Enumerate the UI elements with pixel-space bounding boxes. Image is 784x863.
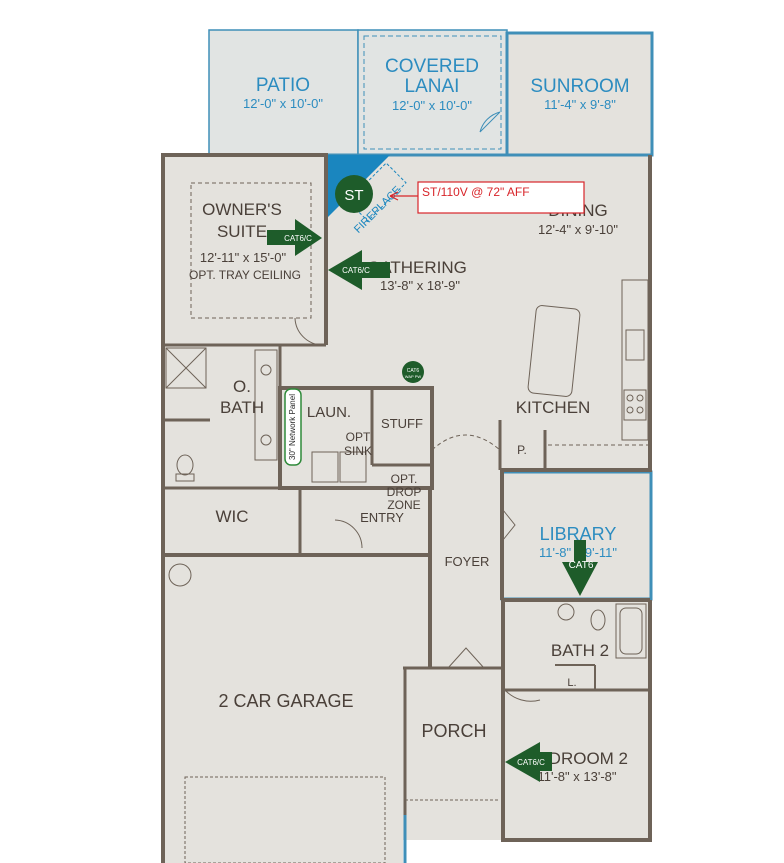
foyer-arch — [431, 434, 501, 451]
cat6c-owner-arrow[interactable] — [267, 219, 322, 256]
sink-name-2: SINK — [344, 444, 372, 458]
lanai-area — [357, 29, 508, 156]
washer — [311, 451, 339, 483]
tray-ceiling-outline — [190, 182, 312, 319]
cat6-wap-marker[interactable] — [402, 361, 424, 383]
library-name: LIBRARY — [540, 524, 617, 544]
cat6c-gathering-label: CAT6/C — [342, 266, 370, 275]
dining-dims: 12'-4" x 9'-10" — [538, 222, 618, 237]
pantry-name: P. — [517, 443, 527, 457]
room-labels: PATIO 12'-0" x 10'-0" COVERED LANAI 12'-… — [189, 56, 630, 784]
cat6c-bedroom-label: CAT6/C — [517, 758, 545, 767]
shower-x2 — [165, 347, 207, 389]
kitchen-counter-east — [621, 279, 649, 441]
patio-dims: 12'-0" x 10'-0" — [243, 96, 323, 111]
sink-2 — [260, 434, 272, 446]
vanity — [254, 349, 278, 461]
network-annotations: ST ST/110V @ 72" AFF CAT6/C CAT6/C CAT6 … — [267, 175, 598, 782]
st-callout-box[interactable] — [417, 181, 585, 214]
burner-2 — [636, 394, 644, 402]
tub-inner — [619, 607, 643, 655]
wap-line1: CAT6 — [407, 368, 420, 374]
cat6c-owner-label: CAT6/C — [284, 234, 312, 243]
burner-1 — [626, 394, 634, 402]
owners-door-swing — [294, 317, 323, 346]
entry-name: ENTRY — [360, 510, 404, 525]
lanai-name-1: COVERED — [385, 56, 479, 77]
entry-door-swing — [334, 519, 363, 549]
obath-name-1: O. — [233, 377, 251, 396]
laundry-name: LAUN. — [307, 404, 351, 421]
toilet-tank — [175, 473, 195, 482]
kitchen-name: KITCHEN — [516, 398, 591, 417]
sunroom-dims: 11'-4" x 9'-8" — [544, 97, 616, 112]
sink-1 — [260, 364, 272, 376]
water-heater — [168, 563, 192, 587]
library-door — [502, 509, 516, 541]
kitchen-island — [527, 305, 581, 397]
patio-name: PATIO — [256, 75, 310, 96]
st-callout-text: ST/110V @ 72" AFF — [422, 185, 530, 199]
laundry-walls — [278, 386, 434, 490]
bath2-area — [502, 601, 651, 687]
walls — [161, 153, 652, 863]
fixtures — [165, 182, 649, 863]
wic-name: WIC — [215, 507, 248, 526]
kitchen-sink — [625, 329, 645, 361]
garage-area — [163, 555, 403, 863]
cat6c-bedroom-arrow[interactable] — [505, 742, 552, 782]
range — [623, 389, 647, 421]
cat6c-gathering-arrow[interactable] — [328, 250, 390, 290]
dropzone-1: OPT. — [391, 472, 418, 486]
obath-name-2: BATH — [220, 398, 264, 417]
owners-name-2: SUITE — [217, 222, 267, 241]
lanai-door-swing — [479, 111, 501, 133]
lanai-dashed-border — [363, 35, 502, 150]
st-marker-label: ST — [344, 187, 363, 204]
lanai-dims: 12'-0" x 10'-0" — [392, 98, 472, 113]
owners-dims: 12'-11" x 15'-0" — [200, 250, 287, 265]
wap-line2: WAP PW — [405, 374, 422, 379]
burner-3 — [626, 406, 634, 414]
gathering-name: GATHERING — [367, 258, 467, 277]
stuff-name: STUFF — [381, 416, 423, 431]
network-panel-label: 30" Network Panel — [288, 394, 297, 460]
patio-area — [208, 29, 359, 156]
owners-note: OPT. TRAY CEILING — [189, 268, 301, 282]
garage-door — [184, 776, 386, 863]
burner-4 — [636, 406, 644, 414]
cat6-library-arrow[interactable] — [562, 540, 598, 596]
dryer — [339, 451, 367, 483]
lanai-name-2: LANAI — [405, 76, 460, 97]
sink-name-1: OPT — [346, 430, 371, 444]
porch-area — [403, 668, 501, 840]
toilet — [176, 454, 194, 476]
garage-name: 2 CAR GARAGE — [218, 691, 353, 711]
foyer-name: FOYER — [445, 554, 490, 569]
st-callout-arrowhead — [389, 191, 399, 201]
shower — [165, 347, 207, 389]
sunroom-name: SUNROOM — [530, 76, 629, 97]
bath2-toilet — [590, 609, 606, 631]
bath2-sink — [557, 603, 575, 621]
gathering-dims: 13'-8" x 18'-9" — [380, 278, 460, 293]
owners-name-1: OWNER'S — [202, 200, 282, 219]
cat6-library-label: CAT6 — [569, 560, 594, 571]
linen-name: L. — [567, 677, 576, 689]
dropzone-2: DROP — [387, 485, 422, 499]
bedroom-door-swing — [504, 689, 541, 702]
exterior-wall-north — [161, 153, 328, 863]
st-marker[interactable] — [335, 175, 373, 213]
foyer-door-swing — [447, 647, 485, 669]
bath2-name: BATH 2 — [551, 641, 609, 660]
dropzone-3: ZONE — [387, 498, 420, 512]
bedroom2-dims: 11'-8" x 13'-8" — [538, 769, 617, 784]
house-floor — [163, 155, 653, 863]
tub — [615, 603, 647, 659]
porch-name: PORCH — [421, 721, 486, 741]
network-panel-box[interactable] — [284, 388, 302, 466]
